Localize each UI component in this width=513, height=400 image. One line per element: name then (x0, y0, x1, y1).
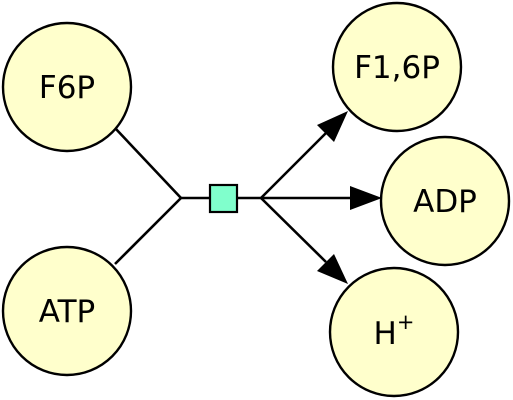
arrowhead-h (317, 254, 348, 284)
node-atp: ATP (1, 245, 133, 377)
edge-f6p (114, 127, 182, 199)
node-h-label: H+ (374, 310, 415, 352)
node-adp: ADP (379, 135, 511, 267)
node-atp-label: ATP (39, 294, 95, 330)
arrowhead-f16p (317, 111, 348, 142)
edge-atp (114, 197, 182, 265)
node-f16p: F1,6P (331, 1, 463, 133)
edge-h (260, 197, 327, 263)
node-h: H+ (328, 266, 460, 398)
product-edges (237, 111, 382, 284)
node-f16p-circle (331, 1, 463, 133)
reactant-edges (114, 127, 210, 265)
process-node (208, 183, 239, 214)
node-atp-circle (1, 245, 133, 377)
arrowhead-adp (350, 186, 382, 210)
node-h-label-superscript: + (397, 310, 415, 334)
node-adp-label: ADP (413, 184, 477, 220)
node-f6p-circle (1, 21, 133, 153)
node-f6p-label: F6P (39, 70, 95, 106)
node-adp-circle (379, 135, 511, 267)
node-h-label-base: H (374, 316, 397, 352)
node-f16p-label: F1,6P (354, 50, 440, 86)
node-f6p: F6P (1, 21, 133, 153)
node-h-circle (328, 266, 460, 398)
edge-f16p (260, 132, 327, 199)
